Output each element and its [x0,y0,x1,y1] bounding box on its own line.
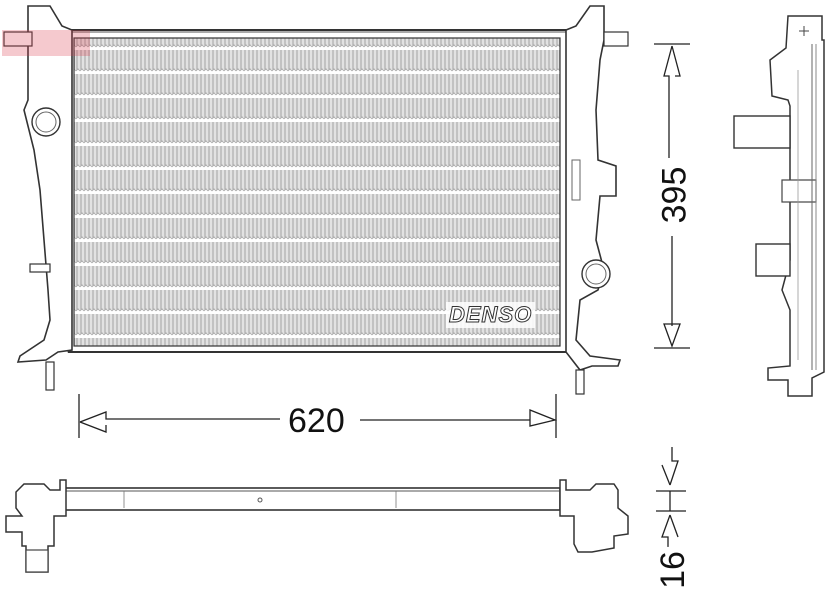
bottom-view [0,460,640,590]
height-dimension-value: 395 [655,162,693,228]
radiator-bottom-svg [5,479,629,573]
width-dimension: 620 [0,390,640,450]
front-view: DENSO [2,5,629,395]
width-dimension-value: 620 [284,404,349,438]
depth-dimension: 16 [640,445,700,595]
height-dimension-lines [654,43,690,349]
height-dimension: 395 [640,40,700,360]
width-dimension-lines [78,394,558,438]
watermark-logo [2,30,90,56]
depth-dimension-value: 16 [654,547,692,593]
radiator-front-svg [3,5,629,395]
depth-dimension-lines [656,447,686,549]
side-view [720,0,839,400]
radiator-side-svg [733,15,825,397]
brand-logo: DENSO [446,302,536,328]
